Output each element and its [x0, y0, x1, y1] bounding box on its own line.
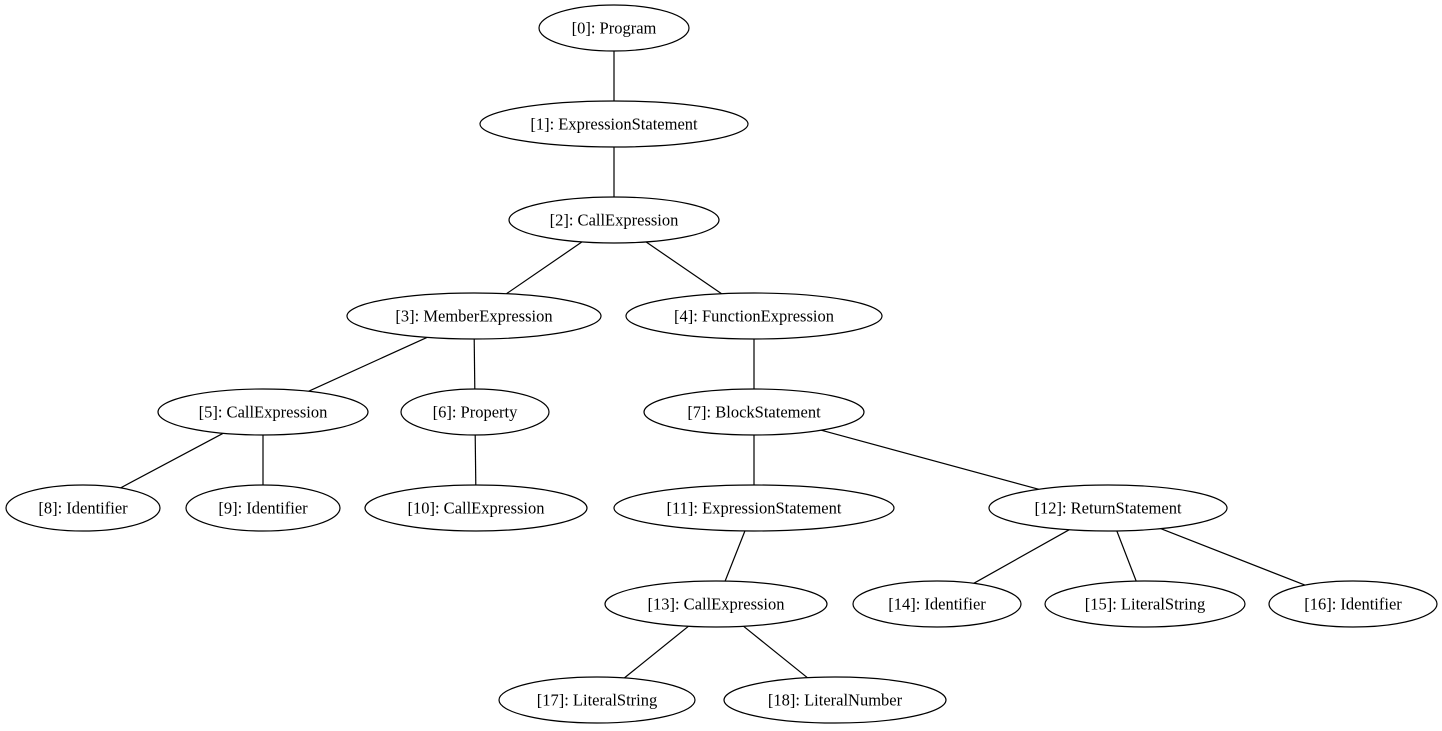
node-label: [0]: Program — [572, 19, 657, 38]
node-label: [13]: CallExpression — [647, 595, 784, 614]
node-ellipse — [498, 676, 696, 724]
node-8: [8]: Identifier — [5, 484, 161, 532]
node-label: [3]: MemberExpression — [395, 307, 552, 326]
node-11: [11]: ExpressionStatement — [613, 484, 895, 532]
node-ellipse — [604, 580, 828, 628]
edge-12-16 — [1160, 528, 1306, 586]
node-label: [8]: Identifier — [38, 499, 128, 518]
node-6: [6]: Property — [400, 388, 550, 436]
node-0: [0]: Program — [538, 4, 690, 52]
node-16: [16]: Identifier — [1268, 580, 1438, 628]
node-label: [15]: LiteralString — [1085, 595, 1206, 614]
edge-12-15 — [1116, 530, 1137, 582]
node-label: [16]: Identifier — [1304, 595, 1402, 614]
node-label: [9]: Identifier — [218, 499, 308, 518]
node-15: [15]: LiteralString — [1044, 580, 1246, 628]
node-ellipse — [625, 292, 883, 340]
node-2: [2]: CallExpression — [508, 196, 720, 244]
node-ellipse — [5, 484, 161, 532]
node-label: [18]: LiteralNumber — [768, 691, 903, 710]
node-ellipse — [185, 484, 341, 532]
node-label: [11]: ExpressionStatement — [667, 499, 842, 518]
edge-2-4 — [645, 241, 722, 295]
node-ellipse — [643, 388, 865, 436]
node-label: [4]: FunctionExpression — [674, 307, 834, 326]
edge-11-13 — [724, 530, 746, 582]
node-ellipse — [1268, 580, 1438, 628]
node-ellipse — [988, 484, 1228, 532]
node-label: [2]: CallExpression — [550, 211, 679, 230]
node-ellipse — [852, 580, 1022, 628]
node-label: [6]: Property — [433, 403, 519, 422]
node-ellipse — [400, 388, 550, 436]
node-1: [1]: ExpressionStatement — [479, 100, 749, 148]
edge-7-12 — [821, 429, 1040, 490]
edge-2-3 — [506, 241, 583, 295]
node-label: [14]: Identifier — [888, 595, 986, 614]
node-13: [13]: CallExpression — [604, 580, 828, 628]
edge-5-8 — [120, 432, 224, 489]
node-18: [18]: LiteralNumber — [723, 676, 947, 724]
node-ellipse — [538, 4, 690, 52]
node-7: [7]: BlockStatement — [643, 388, 865, 436]
node-9: [9]: Identifier — [185, 484, 341, 532]
node-5: [5]: CallExpression — [157, 388, 369, 436]
tree-edges — [120, 51, 1306, 679]
node-ellipse — [1044, 580, 1246, 628]
node-17: [17]: LiteralString — [498, 676, 696, 724]
edge-6-10 — [474, 434, 477, 486]
node-label: [12]: ReturnStatement — [1034, 499, 1182, 518]
node-ellipse — [479, 100, 749, 148]
node-ellipse — [346, 292, 602, 340]
node-14: [14]: Identifier — [852, 580, 1022, 628]
node-label: [1]: ExpressionStatement — [530, 115, 698, 134]
edge-3-6 — [473, 338, 476, 390]
edge-13-17 — [624, 625, 689, 679]
node-10: [10]: CallExpression — [364, 484, 588, 532]
node-ellipse — [613, 484, 895, 532]
edge-12-14 — [973, 529, 1070, 584]
node-12: [12]: ReturnStatement — [988, 484, 1228, 532]
node-label: [7]: BlockStatement — [687, 403, 821, 422]
node-ellipse — [723, 676, 947, 724]
node-ellipse — [508, 196, 720, 244]
edge-13-18 — [743, 625, 808, 679]
node-4: [4]: FunctionExpression — [625, 292, 883, 340]
node-label: [5]: CallExpression — [199, 403, 328, 422]
node-3: [3]: MemberExpression — [346, 292, 602, 340]
node-ellipse — [157, 388, 369, 436]
edge-3-5 — [308, 336, 428, 392]
node-label: [10]: CallExpression — [407, 499, 544, 518]
tree-nodes: [0]: Program [1]: ExpressionStatement [2]:… — [5, 4, 1438, 724]
node-ellipse — [364, 484, 588, 532]
node-label: [17]: LiteralString — [537, 691, 658, 710]
